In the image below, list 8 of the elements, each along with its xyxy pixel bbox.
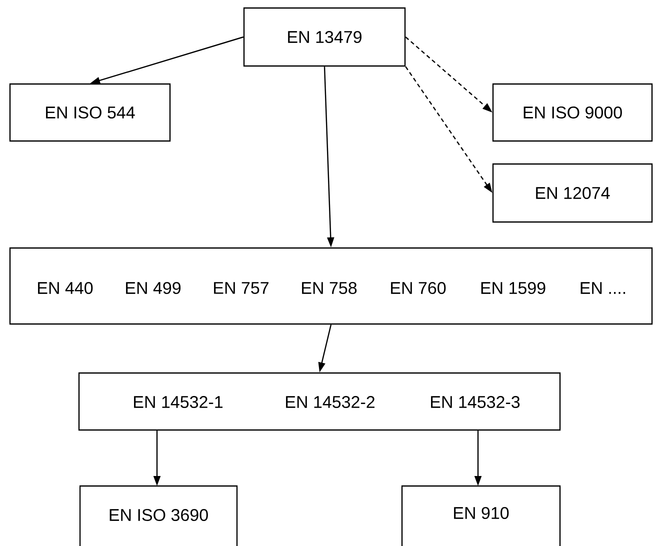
standards-box: EN 440 EN 499 EN 757 EN 758 EN 760 EN 1599 EN ....	[9, 247, 653, 325]
standards-box: EN 14532-1 EN 14532-2 EN 14532-3	[78, 372, 561, 431]
standard-box: EN 12074	[492, 163, 653, 223]
standard-box: EN 13479	[243, 7, 406, 67]
standard-box: EN ISO 3690	[79, 485, 238, 546]
standard-box: EN ISO 9000	[492, 83, 653, 142]
standard-box: EN 910	[401, 485, 561, 546]
standard-box: EN ISO 544	[9, 83, 171, 142]
